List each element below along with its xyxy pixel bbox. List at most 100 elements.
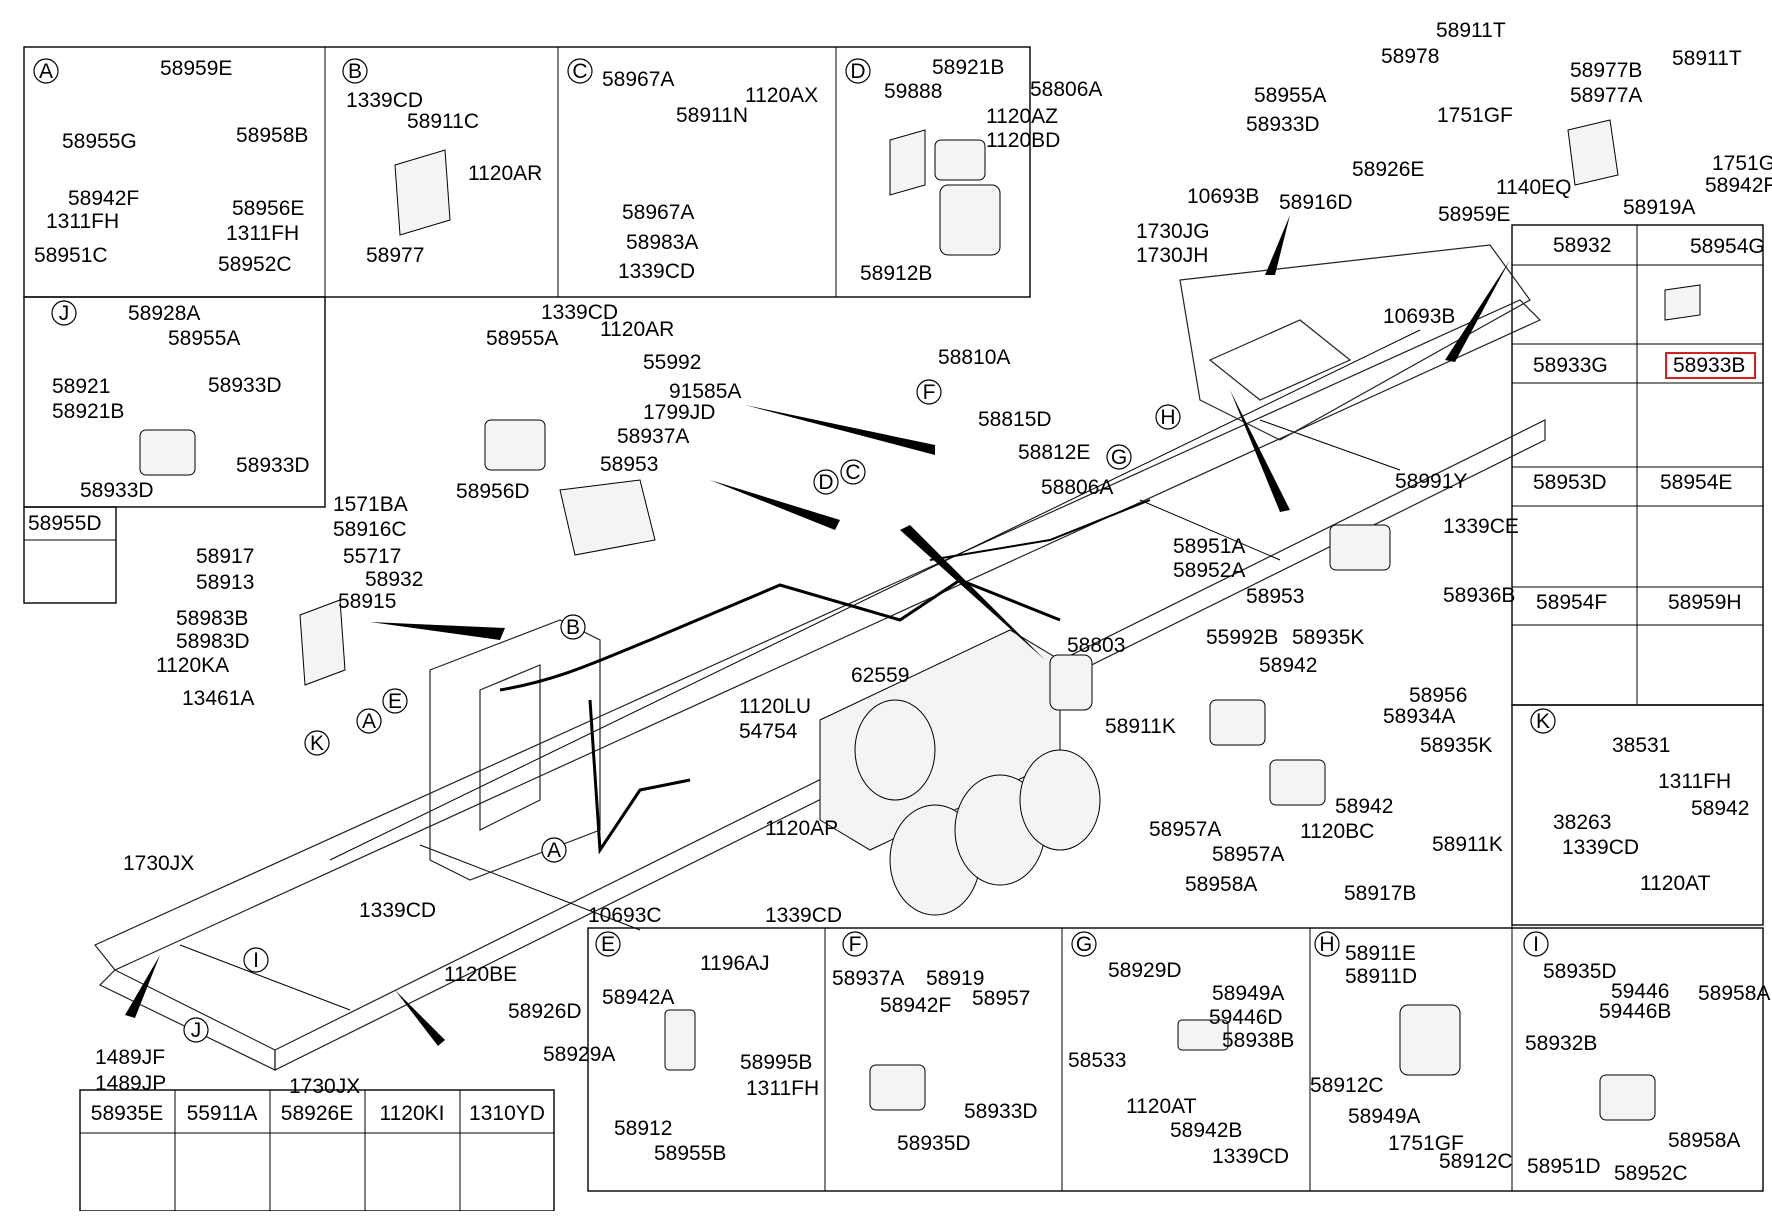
table-part-label: 58935E <box>91 1102 163 1125</box>
main-part-label: 58932 <box>365 568 423 591</box>
main-callout-j-circle <box>183 1017 209 1043</box>
box-b-part-label: 58911C <box>407 110 479 133</box>
main-part-label: 1120BE <box>444 963 517 986</box>
main-part-label: 58955A <box>486 327 558 350</box>
main-part-label: 58933D <box>1246 113 1320 136</box>
main-part-label: 58919A <box>1623 196 1695 219</box>
main-part-label: 1799JD <box>643 401 715 424</box>
main-callout-a-letter: A <box>362 710 376 733</box>
main-part-label: 58942F <box>1705 174 1772 197</box>
main-part-label: 91585A <box>669 380 741 403</box>
box-h-part-label: 58949A <box>1348 1105 1420 1128</box>
main-part-label: 1339CD <box>359 899 436 922</box>
main-part-label: 58915 <box>338 590 396 613</box>
box-g-part-label: 58929D <box>1108 959 1182 982</box>
main-part-label: 58983B <box>176 607 248 630</box>
box-b-letter: B <box>348 60 362 83</box>
box-h-part-label: 1751GF <box>1388 1132 1464 1155</box>
main-part-label: 1120AR <box>600 318 674 341</box>
box-k-part-label: 1311FH <box>1658 770 1731 793</box>
box-g-part-label: 59446D <box>1209 1006 1283 1029</box>
box-c-part-label: 58983A <box>626 231 698 254</box>
box-g-part-label: 58949A <box>1212 982 1284 1005</box>
grid-part-label: 58953D <box>1533 471 1607 494</box>
main-part-label: 58936B <box>1443 584 1515 607</box>
box-c-part-label: 58967A <box>602 68 674 91</box>
main-part-label: 13461A <box>182 687 254 710</box>
box-d-part-label: 58912B <box>860 262 932 285</box>
box-k-circle <box>1530 708 1556 734</box>
box-a-part-label: 58955G <box>62 130 137 153</box>
main-part-label: 1339CD <box>765 904 842 927</box>
box-g-part-label: 1120AT <box>1126 1095 1197 1118</box>
main-part-label: 54754 <box>739 720 798 743</box>
main-callout-j-letter: J <box>191 1019 202 1042</box>
box-i-part-label: 58951D <box>1527 1155 1601 1178</box>
box-i-part-label: 59446B <box>1599 1000 1671 1023</box>
main-callout-g-letter: G <box>1111 446 1127 469</box>
main-part-label: 58955A <box>1254 84 1326 107</box>
main-callout-d-letter: D <box>818 471 833 494</box>
main-part-label: 58916D <box>1279 191 1353 214</box>
main-part-label: 58991Y <box>1395 470 1467 493</box>
box-g-part-label: 58942B <box>1170 1119 1242 1142</box>
main-part-label: 10693B <box>1187 185 1259 208</box>
main-part-label: 58917B <box>1344 882 1416 905</box>
box-h-circle <box>1314 931 1340 957</box>
box-frames <box>23 46 1764 1212</box>
main-part-label: 1751GF <box>1712 152 1772 175</box>
box-k-letter: K <box>1536 710 1550 733</box>
main-part-label: 58916C <box>333 518 407 541</box>
box-h-part-label: 58911D <box>1345 965 1417 988</box>
box-f-part-label: 58935D <box>897 1132 971 1155</box>
box-a-part-label: 58952C <box>218 253 292 276</box>
box-i-part-label: 58932B <box>1525 1032 1597 1055</box>
box-i-letter: I <box>1533 933 1539 956</box>
main-part-label: 1730JX <box>123 852 194 875</box>
main-part-label: 1120LU <box>739 695 811 718</box>
main-part-label: 58942 <box>1259 654 1317 677</box>
main-part-label: 55717 <box>343 545 401 568</box>
table-part-label: 1310YD <box>469 1102 545 1125</box>
grid-part-label: 58959H <box>1668 591 1742 614</box>
box-a-part-label: 58942F <box>68 187 139 210</box>
box-d-part-label: 58806A <box>1030 78 1102 101</box>
box-j-part-label: 58933D <box>208 374 282 397</box>
main-callout-d-circle <box>813 469 839 495</box>
box-i-circle <box>1523 931 1549 957</box>
box-e-part-label: 1311FH <box>746 1077 819 1100</box>
box-h-letter: H <box>1319 933 1334 956</box>
main-part-label: 1571BA <box>333 493 408 516</box>
main-callout-b-circle <box>560 614 586 640</box>
main-part-label: 58926E <box>1352 158 1424 181</box>
main-part-label: 58937A <box>617 425 689 448</box>
main-part-label: 58977A <box>1570 84 1642 107</box>
box-k-part-label: 38531 <box>1612 734 1670 757</box>
main-callout-h-circle <box>1155 404 1181 430</box>
small-left-part-label: 58955D <box>28 512 102 535</box>
main-callout-e-letter: E <box>388 690 402 713</box>
box-c-part-label: 58967A <box>622 201 694 224</box>
main-part-label: 58815D <box>978 408 1052 431</box>
main-callout-k-letter: K <box>310 732 324 755</box>
brake-lines <box>499 499 1151 855</box>
box-g-circle <box>1071 931 1097 957</box>
grid-part-label: 58933G <box>1533 354 1608 377</box>
main-callout-c-letter: C <box>845 461 860 484</box>
highlighted-part-label: 58933B <box>1673 354 1745 377</box>
box-e-part-label: 58912 <box>614 1117 672 1140</box>
box-j-part-label: 58933D <box>236 454 310 477</box>
grid-part-label: 58954F <box>1536 591 1607 614</box>
main-callout-a-letter: A <box>547 839 561 862</box>
main-part-label: 58935K <box>1292 626 1364 649</box>
main-callout-f-circle <box>916 379 942 405</box>
box-a-part-label: 1311FH <box>226 222 299 245</box>
main-part-label: 58929A <box>543 1043 615 1066</box>
main-part-label: 58977B <box>1570 59 1642 82</box>
main-part-label: 58951A <box>1173 535 1245 558</box>
box-f-circle <box>842 931 868 957</box>
box-g-part-label: 58938B <box>1222 1029 1294 1052</box>
